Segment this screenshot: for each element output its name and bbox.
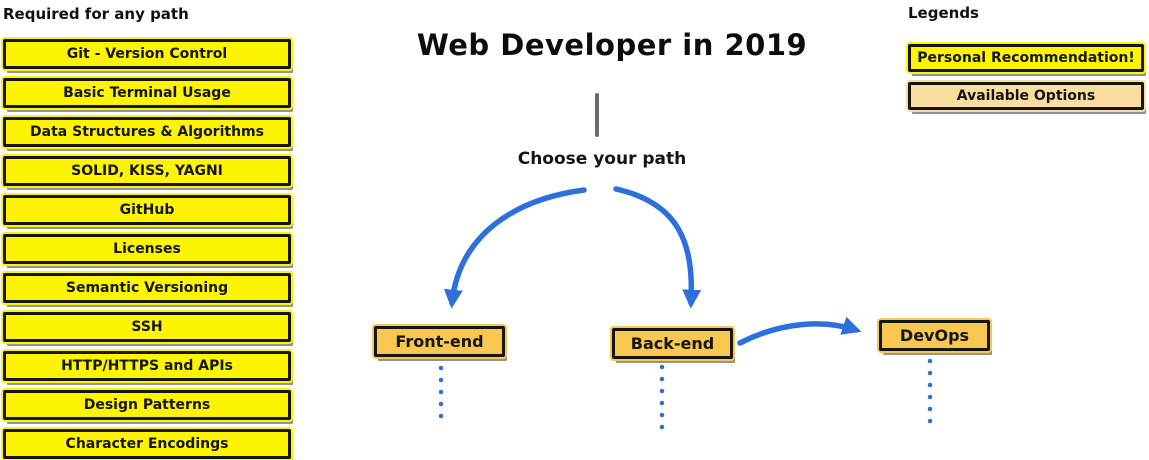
page-title: Web Developer in 2019 xyxy=(416,28,808,62)
required-item-label: Git - Version Control xyxy=(66,46,228,62)
required-item-label: SOLID, KISS, YAGNI xyxy=(71,163,223,179)
legend-available-options: Available Options xyxy=(908,82,1144,110)
branch-arrow-frontend-icon xyxy=(443,187,587,309)
required-item-box: SSH xyxy=(3,312,291,342)
branch-arrow-backend-icon xyxy=(613,186,702,309)
required-item-label: SSH xyxy=(131,319,163,335)
node-devops-label: DevOps xyxy=(899,326,970,345)
legends-header: Legends xyxy=(908,4,979,22)
required-item-box: HTTP/HTTPS and APIs xyxy=(3,351,291,381)
legend-available-options-label: Available Options xyxy=(956,88,1096,104)
required-item-box: Git - Version Control xyxy=(3,39,291,69)
required-item-label: Licenses xyxy=(113,241,181,257)
required-item-box: SOLID, KISS, YAGNI xyxy=(3,156,291,186)
required-item-box: Semantic Versioning xyxy=(3,273,291,303)
choose-your-path-label: Choose your path xyxy=(517,149,687,169)
required-item-box: Licenses xyxy=(3,234,291,264)
required-item-label: HTTP/HTTPS and APIs xyxy=(61,358,233,374)
required-item-label: Design Patterns xyxy=(83,397,211,413)
node-frontend: Front-end xyxy=(374,326,505,357)
required-item-box: Data Structures & Algorithms xyxy=(3,117,291,147)
legend-personal-recommendation: Personal Recommendation! xyxy=(908,44,1144,72)
required-list: Git - Version Control Basic Terminal Usa… xyxy=(3,39,291,459)
required-item-label: Data Structures & Algorithms xyxy=(30,124,264,140)
node-backend: Back-end xyxy=(612,328,733,359)
required-item-label: Character Encodings xyxy=(65,436,229,452)
required-item-box: GitHub xyxy=(3,195,291,225)
required-item-box: Character Encodings xyxy=(3,429,291,459)
node-devops: DevOps xyxy=(879,320,990,351)
required-item-label: GitHub xyxy=(119,202,175,218)
required-item-box: Design Patterns xyxy=(3,390,291,420)
required-item-label: Semantic Versioning xyxy=(65,280,229,296)
backend-to-devops-arrow-icon xyxy=(737,316,862,346)
required-item-box: Basic Terminal Usage xyxy=(3,78,291,108)
node-backend-label: Back-end xyxy=(630,334,715,353)
node-frontend-label: Front-end xyxy=(395,332,484,351)
title-stem-line xyxy=(595,93,599,137)
required-item-label: Basic Terminal Usage xyxy=(63,85,231,101)
required-section-header: Required for any path xyxy=(3,5,189,23)
legend-personal-recommendation-label: Personal Recommendation! xyxy=(917,50,1135,66)
